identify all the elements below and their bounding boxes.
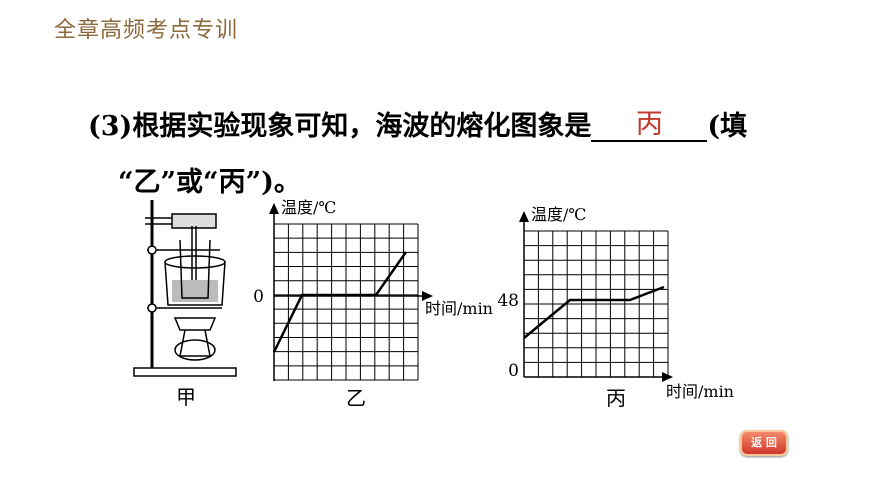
graph-bing-caption: 丙 <box>606 386 626 410</box>
graph-bing: 温度/℃ 48 0 时间/min 丙 <box>497 205 734 410</box>
graph-yi-y-axis-label: 温度/℃ <box>281 198 336 217</box>
graph-bing-curve <box>523 285 665 339</box>
question-prefix: (3)根据实验现象可知，海波的熔化图象是 <box>88 111 592 142</box>
graph-yi-grid <box>273 223 419 381</box>
graph-yi-curve <box>272 251 408 353</box>
header-title: 全章高频考点专训 <box>54 18 239 43</box>
question-line-2: “乙”或“丙”)。 <box>118 167 301 198</box>
question-line-1: (3)根据实验现象可知，海波的熔化图象是丙(填 <box>88 104 747 144</box>
question-suffix: (填 <box>707 111 748 142</box>
graph-yi-x-arrow <box>422 291 433 301</box>
graph-yi-x-axis-label: 时间/min <box>425 299 493 318</box>
graph-yi-y-tick-label: 0 <box>253 287 264 307</box>
graph-bing-origin-label: 0 <box>508 361 519 381</box>
graph-bing-y-axis-label: 温度/℃ <box>531 205 586 224</box>
graph-bing-x-arrow <box>662 372 673 382</box>
answer-blank: 丙 <box>591 110 708 142</box>
apparatus-caption: 甲 <box>176 385 196 409</box>
graph-yi: 温度/℃ 时间/min 0 乙 <box>253 198 493 410</box>
graph-bing-y-tick-label: 48 <box>497 291 519 311</box>
graph-yi-y-arrow <box>269 203 279 214</box>
graph-bing-grid <box>523 230 669 378</box>
back-button[interactable]: 返 回 <box>740 430 788 456</box>
graph-yi-caption: 乙 <box>346 386 366 410</box>
graph-bing-y-arrow <box>519 211 529 222</box>
apparatus-illustration <box>133 200 237 377</box>
graph-bing-x-axis-label: 时间/min <box>666 382 734 401</box>
